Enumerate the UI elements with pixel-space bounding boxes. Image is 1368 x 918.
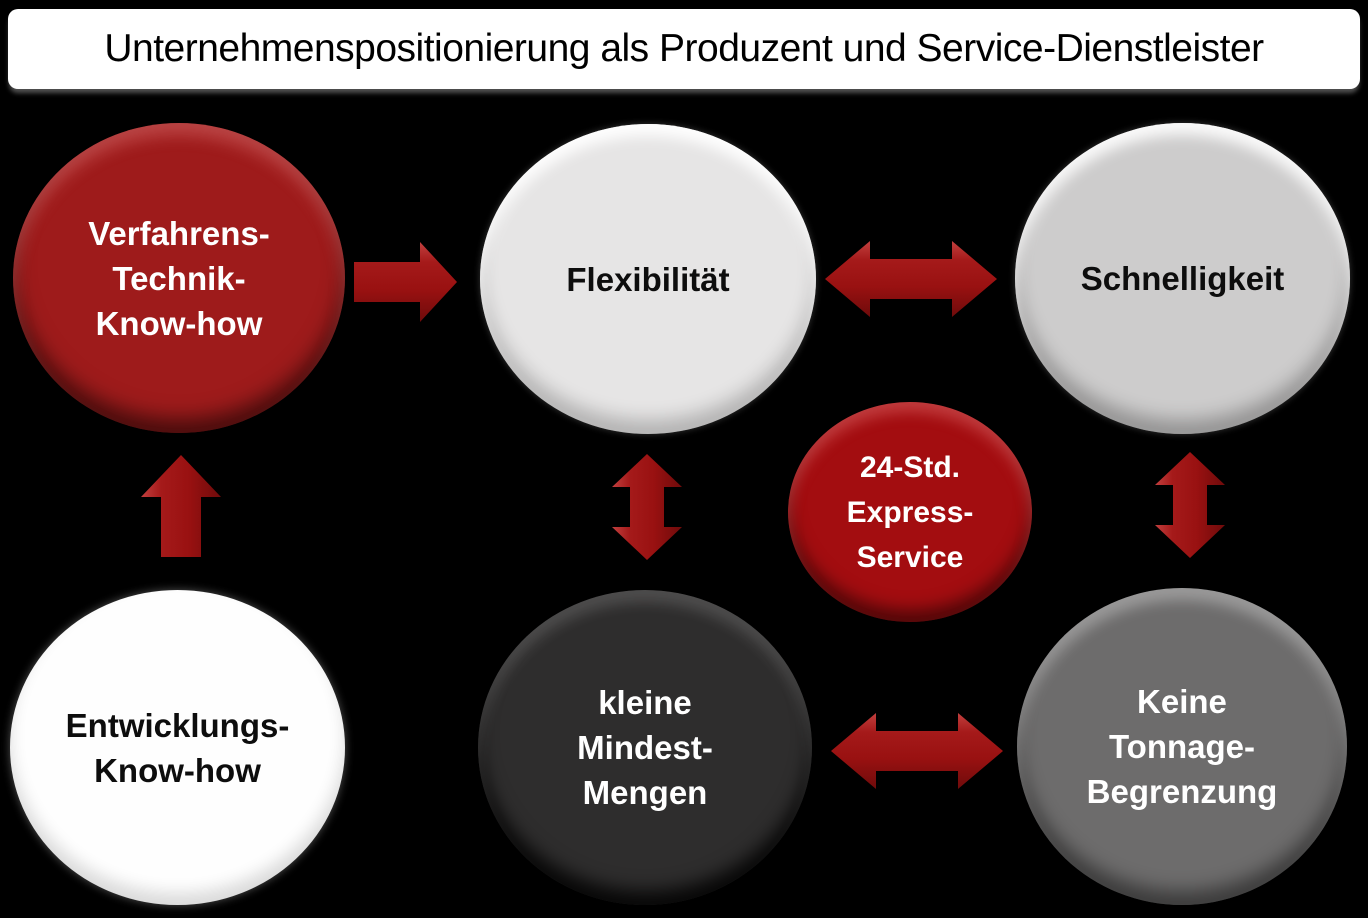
- node-label-line: Know-how: [95, 304, 263, 342]
- node-label-line: Keine: [1137, 683, 1227, 720]
- node-label-line: Schnelligkeit: [1080, 260, 1285, 297]
- node-flexibilitaet: Flexibilität: [480, 124, 816, 434]
- node-label-line: Know-how: [94, 751, 261, 789]
- vertical-double-arrow-icon: [612, 454, 682, 560]
- title-banner: Unternehmenspositionierung als Produzent…: [8, 9, 1360, 89]
- node-label: Keine Tonnage- Begrenzung: [1087, 679, 1278, 814]
- node-label: Flexibilität: [566, 257, 729, 302]
- node-label-line: Tonnage-: [1108, 728, 1256, 765]
- node-label-line: Flexibilität: [566, 260, 730, 298]
- node-24-std-express-service: 24-Std. Express- Service: [788, 402, 1032, 622]
- right-arrow-icon: [354, 242, 457, 322]
- node-label-line: Technik-: [112, 259, 246, 297]
- horizontal-double-arrow-icon: [831, 713, 1003, 789]
- node-label: Verfahrens- Technik- Know-how: [88, 211, 270, 346]
- up-arrow-icon: [141, 455, 221, 557]
- node-label-line: 24-Std.: [859, 450, 961, 484]
- node-label-line: kleine: [598, 684, 692, 721]
- horizontal-double-arrow-icon: [825, 241, 997, 317]
- node-entwicklungs-know-how: Entwicklungs- Know-how: [10, 590, 345, 905]
- node-schnelligkeit: Schnelligkeit: [1015, 123, 1350, 434]
- page-title: Unternehmenspositionierung als Produzent…: [104, 27, 1264, 70]
- node-label: 24-Std. Express- Service: [847, 445, 974, 580]
- node-label-line: Service: [856, 540, 964, 574]
- node-label: Schnelligkeit: [1081, 256, 1285, 301]
- node-label-line: Mengen: [582, 774, 708, 811]
- node-label-line: Mindest-: [577, 729, 713, 766]
- node-label: Entwicklungs- Know-how: [66, 703, 290, 793]
- node-label-line: Entwicklungs-: [65, 706, 290, 744]
- node-label-line: Begrenzung: [1086, 773, 1278, 810]
- node-kleine-mindest-mengen: kleine Mindest- Mengen: [478, 590, 812, 905]
- node-label: kleine Mindest- Mengen: [577, 680, 713, 815]
- node-keine-tonnage-begrenzung: Keine Tonnage- Begrenzung: [1017, 588, 1347, 905]
- node-label-line: Verfahrens-: [88, 214, 270, 252]
- node-verfahrens-technik-know-how: Verfahrens- Technik- Know-how: [13, 123, 345, 433]
- vertical-double-arrow-icon: [1155, 452, 1225, 558]
- node-label-line: Express-: [846, 495, 974, 529]
